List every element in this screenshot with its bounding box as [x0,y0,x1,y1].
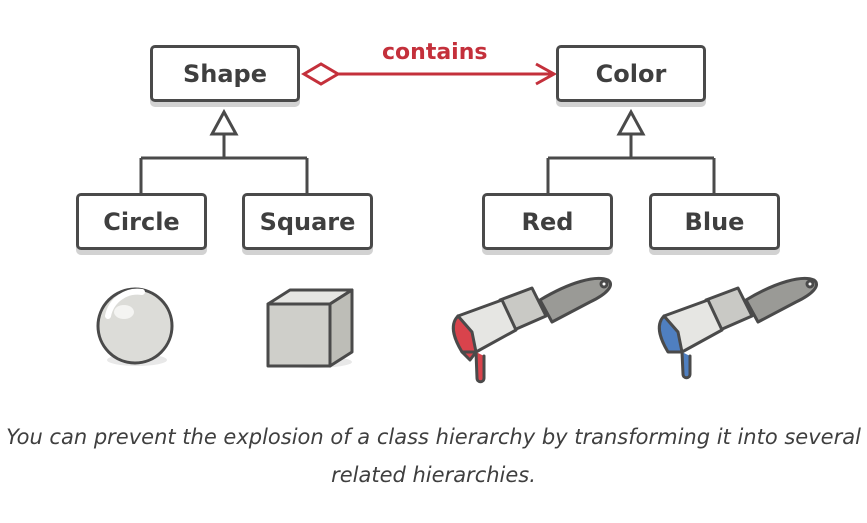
shape-inheritance-arrow [139,108,309,194]
class-square: Square [242,193,373,250]
class-shape: Shape [150,45,300,102]
diagram-connectors [96,62,818,384]
class-red: Red [482,193,613,250]
relation-label: contains [382,40,488,65]
figure-caption: You can prevent the explosion of a class… [6,425,861,487]
cube-icon [266,288,354,368]
class-circle: Circle [76,193,207,250]
class-blue: Blue [649,193,780,250]
red-brush-icon [451,276,612,384]
sphere-icon [96,287,174,366]
blue-brush-icon [657,276,818,380]
color-inheritance-arrow [546,108,716,194]
diagram-canvas: contains Shape Color Circle Square Red B… [76,40,818,384]
aggregation-arrow [301,62,558,86]
class-color: Color [556,45,706,102]
